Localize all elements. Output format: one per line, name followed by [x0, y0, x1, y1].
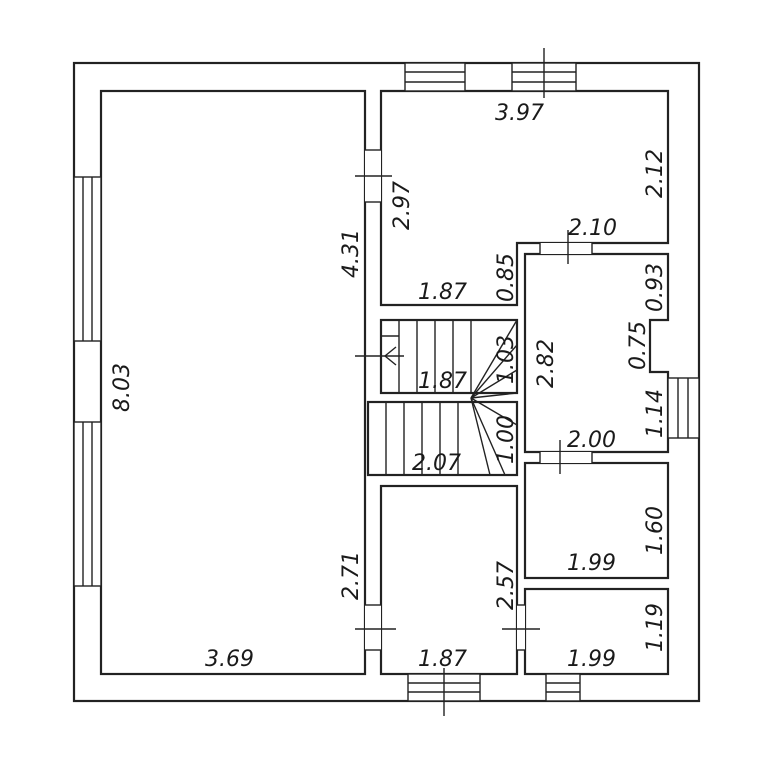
label-middle-right-low-segment: 1.14 — [643, 389, 668, 438]
label-stair-upper-width: 1.87 — [418, 369, 467, 394]
window-left-upper — [73, 176, 102, 342]
label-top-right-height-right: 2.12 — [643, 149, 668, 198]
label-big-room-lower-side: 2.71 — [339, 551, 364, 600]
stair-direction-arrow-icon — [355, 346, 404, 366]
label-wc-width: 1.99 — [567, 647, 616, 672]
door-corridor — [539, 230, 593, 264]
label-bath-width: 1.99 — [567, 551, 616, 576]
label-middle-right-top-segment: 0.93 — [643, 263, 668, 312]
label-top-right-height-left: 2.97 — [390, 181, 415, 230]
window-right — [667, 377, 700, 439]
door-bathroom — [539, 440, 593, 474]
stair-winder-lines — [470, 319, 518, 476]
stair-treads-lower — [385, 402, 459, 475]
label-corridor-top: 2.10 — [568, 216, 617, 241]
label-bottom-room-height: 2.57 — [494, 561, 519, 610]
label-stair-lower-width: 2.07 — [412, 451, 461, 476]
label-stair-upper-height: 1.03 — [494, 335, 519, 384]
label-middle-right-mid-segment: 0.75 — [626, 321, 651, 370]
door-wc — [502, 604, 540, 651]
label-big-room-height: 8.03 — [110, 363, 135, 412]
door-large-room — [355, 604, 396, 651]
room-large-left — [99, 89, 367, 676]
label-big-room-width-top: 4.31 — [339, 229, 364, 278]
label-top-right-bottom: 1.87 — [418, 280, 467, 305]
window-left-lower — [73, 421, 102, 587]
room-top-right — [379, 89, 670, 307]
outer-wall — [72, 61, 701, 703]
window-top-left — [404, 62, 466, 92]
label-top-right-width: 3.97 — [495, 101, 544, 126]
window-bottom-right — [545, 673, 581, 702]
label-bath-height: 1.60 — [643, 506, 668, 555]
stair-lower-flight — [366, 400, 519, 477]
label-middle-right-height: 2.82 — [534, 339, 559, 388]
room-bathroom — [523, 461, 670, 580]
label-stair-lower-height: 1.00 — [494, 415, 519, 464]
label-niche-left: 0.85 — [494, 253, 519, 302]
label-wc-height: 1.19 — [643, 603, 668, 652]
label-bottom-room-width: 1.87 — [418, 647, 467, 672]
label-middle-right-bottom: 2.00 — [567, 428, 616, 453]
label-big-room-width-bottom: 3.69 — [205, 647, 254, 672]
door-top-right-room — [355, 149, 392, 203]
